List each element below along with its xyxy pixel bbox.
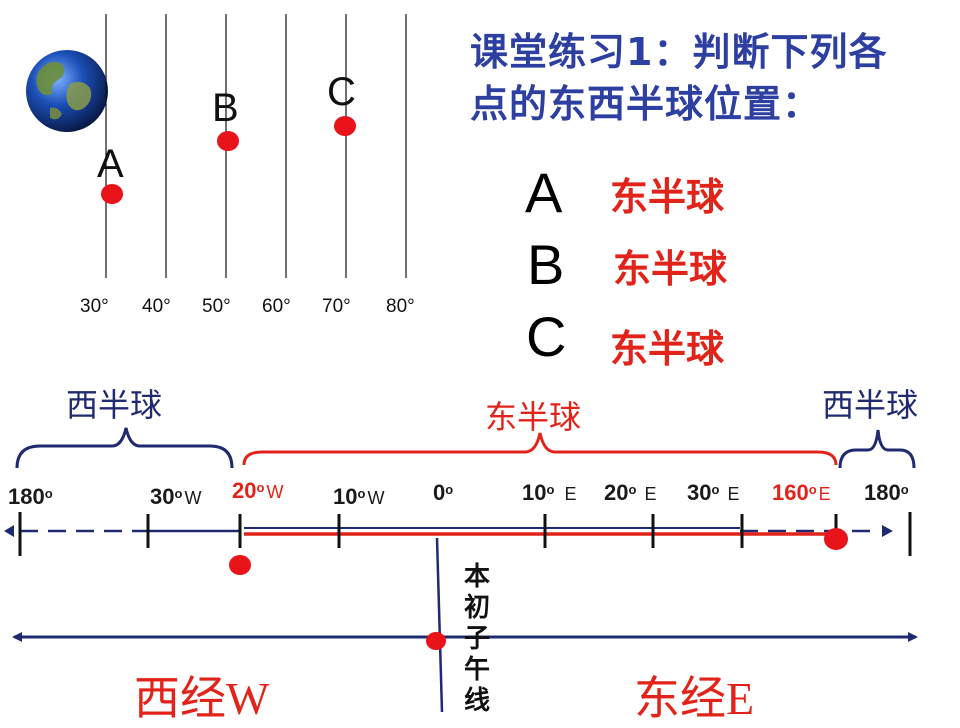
prime-meridian-label: 本初子午线 [463, 562, 490, 716]
point-c-dot [334, 116, 356, 136]
point-b-dot [217, 131, 239, 151]
degree-label-40: 40° [142, 296, 171, 317]
answer-a-value: 东半球 [610, 174, 725, 219]
exercise-title-line2: 点的东西半球位置： [470, 82, 822, 126]
exercise-title-line1: 课堂练习1：判断下列各 [470, 30, 888, 74]
east-hemisphere-label: 东半球 [485, 398, 582, 436]
tick-label-180w: 180o [8, 484, 53, 509]
point-b-label: B [212, 86, 239, 130]
degree-label-30: 30° [80, 296, 109, 317]
east-brace [242, 432, 838, 466]
marker-160e-dot [824, 528, 848, 550]
prime-meridian-dot [426, 632, 446, 650]
answer-b-value: 东半球 [613, 246, 728, 291]
tick-label-0: 0o [433, 480, 454, 505]
upper-tick-marks [18, 512, 912, 556]
exercise-title: 课堂练习1：判断下列各 点的东西半球位置： [470, 26, 887, 130]
west-longitude-label: 西经W [134, 673, 270, 724]
answer-c-value: 东半球 [610, 326, 725, 371]
east-longitude-label: 东经E [634, 673, 755, 724]
west-hemisphere-label-right: 西半球 [822, 386, 919, 424]
top-meridian-lines [105, 14, 407, 278]
earth-globe-icon [26, 50, 108, 132]
answer-c-letter: C [526, 305, 567, 368]
answer-a-letter: A [525, 161, 563, 224]
degree-label-70: 70° [322, 296, 351, 317]
answer-b-letter: B [527, 233, 565, 296]
point-a-label: A [97, 142, 124, 186]
point-c-label: C [327, 70, 356, 114]
tick-label-180e: 180o [864, 480, 909, 505]
west-right-brace [838, 429, 916, 469]
upper-number-line [4, 525, 893, 537]
marker-20w-dot [229, 555, 251, 575]
degree-label-60: 60° [262, 296, 291, 317]
point-a-dot [101, 184, 123, 204]
degree-label-80: 80° [386, 296, 415, 317]
prime-meridian-line [435, 537, 444, 713]
west-hemisphere-label-left: 西半球 [66, 386, 163, 424]
degree-label-50: 50° [202, 296, 231, 317]
west-left-brace [15, 427, 234, 469]
